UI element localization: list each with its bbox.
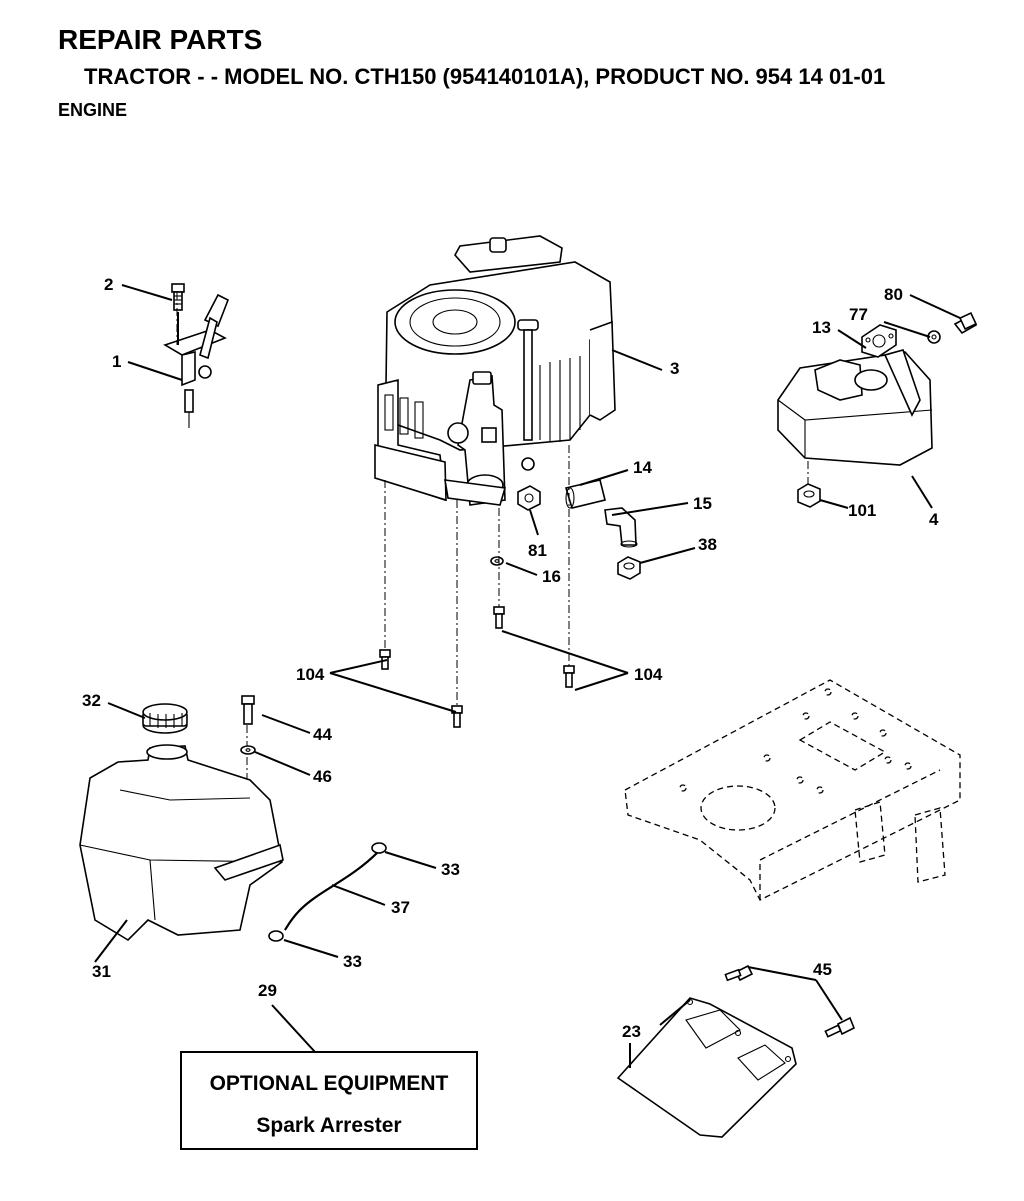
callout-46: 46 [313,767,332,786]
optional-equipment-box: OPTIONAL EQUIPMENT Spark Arrester [180,1051,478,1150]
callout-77: 77 [849,305,868,324]
tractor-frame [624,679,961,901]
part-23-plate [616,997,797,1138]
leader-lines [94,284,961,1068]
callout-3: 3 [670,359,679,378]
callout-37: 37 [391,898,410,917]
part-32-cap [142,703,188,734]
part-45-screws [724,964,856,1038]
callout-104-right: 104 [634,665,663,684]
part-81-fitting [517,485,541,511]
section-heading: ENGINE [58,100,128,120]
callout-38: 38 [698,535,717,554]
callout-15: 15 [693,494,712,513]
callout-14: 14 [633,458,652,477]
part-31-fuel-tank [79,744,284,942]
callout-33-bottom: 33 [343,952,362,971]
part-46-washer [240,745,256,755]
part-2-screw [171,283,185,311]
part-15-elbow [604,507,638,548]
model-subtitle: TRACTOR - - MODEL NO. CTH150 (954140101A… [84,64,886,89]
callout-32: 32 [82,691,101,710]
callout-labels: 2 1 3 14 15 38 81 16 104 104 80 77 13 10… [82,275,939,1041]
callout-13: 13 [812,318,831,337]
callout-1: 1 [112,352,121,371]
part-33-clamps [268,842,387,942]
part-1-throttle-control [163,293,230,428]
callout-23: 23 [622,1022,641,1041]
part-44-screw [241,695,255,725]
part-37-fuel-line [284,851,379,931]
page-title: REPAIR PARTS [58,24,263,55]
part-4-muffler [777,349,933,466]
part-3-engine [374,235,616,506]
part-16-washer [490,556,504,566]
callout-81: 81 [528,541,547,560]
callout-4: 4 [929,510,939,529]
callout-16: 16 [542,567,561,586]
callout-101: 101 [848,501,876,520]
callout-104-left: 104 [296,665,325,684]
part-80-bolt [953,311,978,335]
part-104-bolts [379,606,575,728]
optional-equipment-label: OPTIONAL EQUIPMENT [210,1072,449,1095]
callout-2: 2 [104,275,113,294]
callout-31: 31 [92,962,111,981]
callout-45: 45 [813,960,832,979]
spark-arrester-label: Spark Arrester [256,1114,401,1137]
callout-33-top: 33 [441,860,460,879]
callout-29: 29 [258,981,277,1000]
part-13-gasket [861,324,897,358]
part-101-nut [797,483,821,508]
callout-80: 80 [884,285,903,304]
callout-44: 44 [313,725,332,744]
part-38-nut [617,556,641,580]
